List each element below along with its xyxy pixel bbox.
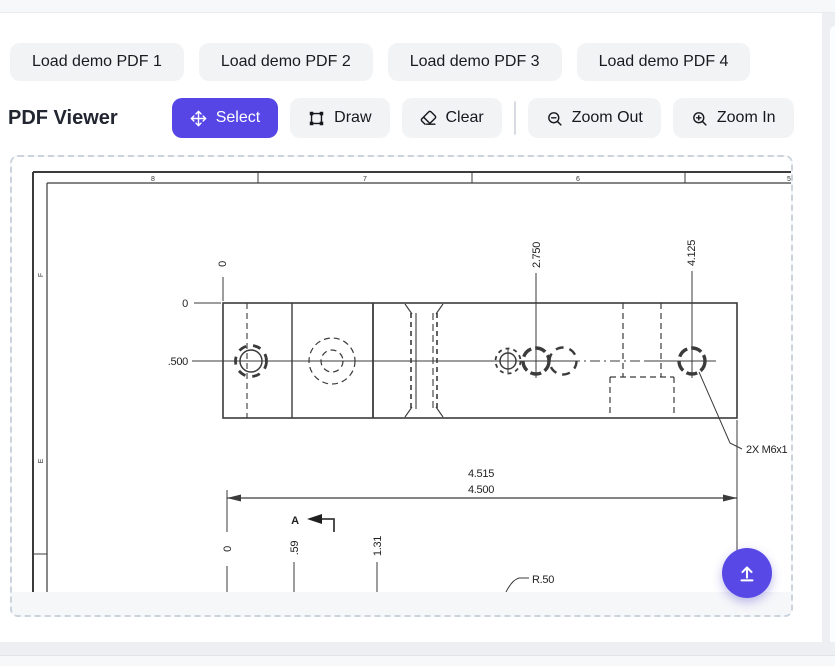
hidden-pocket xyxy=(609,303,675,417)
demo-pdf-button-row: Load demo PDF 1 Load demo PDF 2 Load dem… xyxy=(10,43,751,81)
zone-number-5: 5 xyxy=(787,176,791,183)
ordinate-dimensions: 0 .500 0 2.750 4.125 xyxy=(168,240,698,368)
load-demo-pdf-3-button[interactable]: Load demo PDF 3 xyxy=(387,43,562,81)
dim-2750-label: 2.750 xyxy=(531,242,543,268)
right-card-edge xyxy=(830,26,835,666)
part-outline xyxy=(192,302,738,419)
load-demo-pdf-4-button[interactable]: Load demo PDF 4 xyxy=(576,43,751,81)
clear-button[interactable]: Clear xyxy=(401,98,502,138)
zone-letter-f: F xyxy=(38,273,45,277)
hole-threaded-2750 xyxy=(519,344,553,378)
width-dimension: 4.515 4.500 0 .59 1.31 xyxy=(222,420,738,592)
select-button-label: Select xyxy=(215,109,261,126)
upload-pdf-button[interactable] xyxy=(722,548,772,598)
hole-threaded-left xyxy=(234,344,268,378)
hole-counterbore-hidden xyxy=(308,337,356,385)
zoom-out-button[interactable]: Zoom Out xyxy=(527,98,661,138)
zoom-out-icon xyxy=(546,110,563,127)
zone-number-6: 6 xyxy=(576,176,580,183)
left-500-label: .500 xyxy=(168,356,188,368)
clear-button-label: Clear xyxy=(445,109,484,126)
dim-4500-label: 4.500 xyxy=(468,484,494,496)
thread-callout: 2X M6x1 xyxy=(698,371,788,456)
load-demo-pdf-2-button[interactable]: Load demo PDF 2 xyxy=(198,43,373,81)
top-strip xyxy=(0,0,835,13)
threaded-slot xyxy=(404,303,444,418)
thread-note-label: 2X M6x1 xyxy=(746,444,787,456)
draw-tool-button[interactable]: Draw xyxy=(290,98,390,138)
hole-hidden-ring xyxy=(548,346,578,376)
bottom-59-label: .59 xyxy=(289,541,301,556)
dim-4125-label: 4.125 xyxy=(686,240,698,266)
hole-small-crosshair xyxy=(494,347,522,375)
radius-r50-label: R.50 xyxy=(532,574,554,586)
load-demo-pdf-1-button[interactable]: Load demo PDF 1 xyxy=(10,43,184,81)
bottom-band xyxy=(0,642,835,655)
radius-callout: R.50 xyxy=(505,574,555,592)
zone-letter-e: E xyxy=(38,458,45,463)
dim-4515-label: 4.515 xyxy=(468,468,494,480)
pdf-page-canvas[interactable]: 8 7 6 5 F E xyxy=(12,157,791,592)
page-title: PDF Viewer xyxy=(8,106,118,129)
eraser-icon xyxy=(420,110,437,127)
hole-threaded-4125 xyxy=(675,344,709,378)
section-a-label: A xyxy=(291,515,299,527)
polygon-icon xyxy=(308,110,325,127)
zoom-out-button-label: Zoom Out xyxy=(571,109,643,126)
section-arrow-a: A xyxy=(291,514,335,532)
technical-drawing: 8 7 6 5 F E xyxy=(32,171,791,592)
draw-button-label: Draw xyxy=(334,109,372,126)
sheet-border: 8 7 6 5 F E xyxy=(32,171,791,592)
zoom-in-icon xyxy=(691,110,708,127)
zoom-in-button[interactable]: Zoom In xyxy=(672,98,794,138)
zone-number-8: 8 xyxy=(151,176,155,183)
bottom-131-label: 1.31 xyxy=(372,536,384,556)
zoom-in-button-label: Zoom In xyxy=(716,109,776,126)
select-tool-button[interactable]: Select xyxy=(171,98,279,138)
bottom-zero-label: 0 xyxy=(222,546,234,552)
left-zero-label: 0 xyxy=(182,298,188,310)
pdf-viewer-toolbar: PDF Viewer Select Draw xyxy=(8,98,794,138)
upload-icon xyxy=(736,562,758,584)
pdf-drop-zone[interactable]: 8 7 6 5 F E xyxy=(10,155,793,617)
toolbar-divider xyxy=(513,101,516,135)
datum-zero-top-label: 0 xyxy=(217,261,229,267)
move-icon xyxy=(190,110,207,127)
zone-number-7: 7 xyxy=(363,176,367,183)
bottom-divider xyxy=(0,655,835,656)
bottom-band-2 xyxy=(0,656,835,666)
